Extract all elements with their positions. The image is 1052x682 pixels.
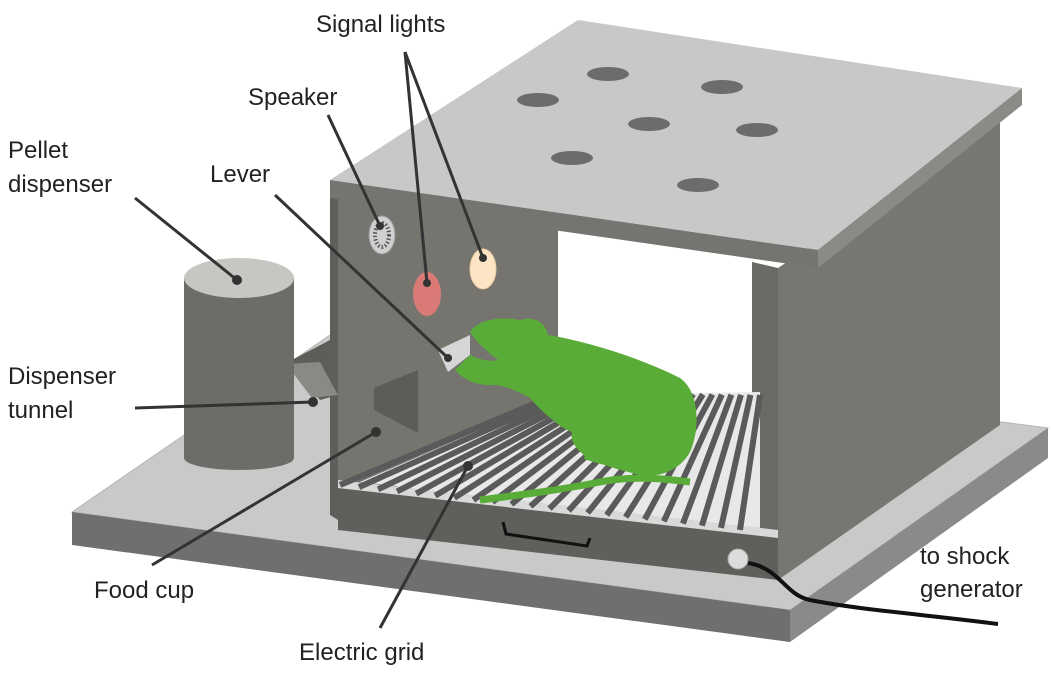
lid-holes	[517, 67, 778, 192]
label-dispenser-tunnel-line1: Dispenser	[8, 363, 116, 390]
leader-lines	[134, 51, 485, 629]
label-shock-line1: to shock	[920, 543, 1010, 570]
grid-bar	[338, 390, 562, 488]
lid-hole	[517, 93, 559, 107]
lid-hole	[628, 117, 670, 131]
label-signal-lights: Signal lights	[316, 11, 445, 38]
shock-connector	[727, 548, 749, 570]
shock-cable	[747, 561, 999, 626]
grid-bar	[357, 390, 571, 490]
label-shock-line2: generator	[920, 576, 1023, 603]
label-food-cup: Food cup	[94, 577, 194, 604]
lid-hole	[677, 178, 719, 192]
label-dispenser-tunnel-line2: tunnel	[8, 397, 73, 424]
lid-hole	[736, 123, 778, 137]
label-pellet-dispenser-line1: Pellet	[8, 137, 68, 164]
lid-hole	[587, 67, 629, 81]
grid-bar	[718, 394, 754, 529]
lid-hole	[551, 151, 593, 165]
grid-bar	[680, 393, 735, 525]
speaker	[368, 215, 396, 255]
lid-hole	[701, 80, 743, 94]
grid-tray-handle	[501, 521, 592, 548]
label-pellet-dispenser-line2: dispenser	[8, 171, 112, 198]
lid	[330, 20, 1022, 268]
signal-light-yellow	[469, 248, 497, 290]
grid-bar	[699, 393, 744, 527]
rat	[455, 318, 697, 504]
grid-bar	[737, 394, 763, 531]
grid-bar	[661, 393, 725, 523]
food-cup	[374, 370, 418, 433]
label-speaker: Speaker	[248, 84, 337, 111]
leader-dots	[232, 222, 487, 471]
lever	[438, 335, 470, 372]
label-electric-grid: Electric grid	[299, 639, 424, 666]
label-lever: Lever	[210, 161, 270, 188]
signal-light-red	[413, 272, 441, 316]
